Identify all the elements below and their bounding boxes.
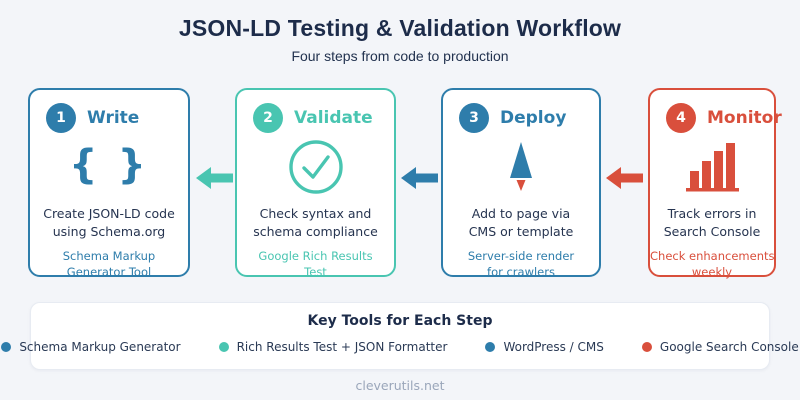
arrow-left-icon (606, 167, 643, 189)
description-line: using Schema.org (52, 224, 166, 240)
step-header: 4 Monitor (666, 103, 782, 133)
step-card-write: 1 Write { } Create JSON-LD code using Sc… (28, 88, 190, 280)
step-tool-label: Schema Markup Generator Tool (30, 248, 188, 280)
step-number-badge: 1 (46, 103, 76, 133)
tool-line: Check enhancements (650, 249, 775, 264)
step-tool-label: Check enhancements weekly (650, 248, 774, 280)
step-title: Write (87, 108, 140, 128)
curly-braces-icon: { } (69, 142, 149, 188)
rocket-icon (510, 142, 532, 191)
step-icon-zone: { } (30, 138, 188, 196)
step-tool-label: Google Rich Results Test (237, 248, 394, 280)
tool-line: Test (304, 265, 327, 280)
step-description: Create JSON-LD code using Schema.org (30, 205, 188, 241)
step-description: Add to page via CMS or template (443, 205, 599, 241)
tool-line: Generator Tool (66, 265, 152, 280)
description-line: Create JSON-LD code (43, 206, 175, 221)
legend-label: WordPress / CMS (503, 340, 604, 354)
tool-line: Schema Markup (62, 249, 156, 264)
header: JSON-LD Testing & Validation Workflow Fo… (0, 15, 800, 64)
step-icon-zone (650, 138, 774, 196)
bar-chart-icon (685, 143, 739, 192)
legend-dot-icon (641, 342, 652, 352)
check-circle-icon (288, 140, 343, 194)
step-title: Deploy (500, 108, 567, 128)
step-card-validate: 2 Validate Check syntax and schema compl… (235, 88, 396, 280)
description-line: CMS or template (468, 224, 574, 240)
step-number-badge: 3 (459, 103, 489, 133)
tool-line: weekly (691, 265, 733, 280)
description-line: Track errors in (667, 206, 757, 221)
description-line: Add to page via (471, 206, 571, 221)
tool-line: Server-side render (467, 249, 575, 264)
legend-label: Google Search Console (659, 340, 799, 354)
description-line: schema compliance (253, 224, 378, 240)
step-number-badge: 4 (666, 103, 696, 133)
step-card-monitor: 4 Monitor Track errors in Search Console… (648, 88, 782, 280)
flow-arrow-left-blue (401, 167, 438, 189)
arrow-left-icon (196, 167, 233, 189)
page-subtitle: Four steps from code to production (291, 48, 509, 64)
legend-item: WordPress / CMS (485, 340, 604, 354)
legend-dot-icon (218, 342, 229, 352)
step-card-deploy: 3 Deploy Add to page via CMS or template… (441, 88, 601, 280)
legend-item: Schema Markup Generator (1, 340, 181, 354)
key-tools-panel: Key Tools for Each Step Schema Markup Ge… (1, 302, 799, 370)
step-description: Check syntax and schema compliance (237, 205, 394, 241)
legend-dot-icon (1, 342, 12, 352)
tool-line: for crawlers (487, 265, 555, 280)
step-tool-label: Server-side render for crawlers (443, 248, 599, 280)
step-title: Validate (294, 108, 373, 128)
watermark: cleverutils.net (355, 378, 445, 393)
legend-item: Rich Results Test + JSON Formatter (218, 340, 448, 354)
description-line: Search Console (663, 224, 761, 240)
step-header: 3 Deploy (459, 103, 599, 133)
flow-arrow-left-red (606, 167, 643, 189)
step-header: 2 Validate (253, 103, 394, 133)
legend-label: Schema Markup Generator (19, 340, 181, 354)
step-number-badge: 2 (253, 103, 283, 133)
step-icon-zone (237, 138, 394, 196)
step-icon-zone (443, 138, 599, 196)
description-line: Check syntax and (259, 206, 372, 221)
key-tools-title: Key Tools for Each Step (307, 313, 493, 329)
page-title: JSON-LD Testing & Validation Workflow (178, 15, 622, 41)
legend-dot-icon (485, 342, 496, 352)
tool-line: Google Rich Results (258, 249, 373, 264)
flow-arrow-left-teal (196, 167, 233, 189)
step-description: Track errors in Search Console (650, 205, 774, 241)
legend-item: Google Search Console (641, 340, 799, 354)
arrow-left-icon (401, 167, 438, 189)
step-header: 1 Write (46, 103, 188, 133)
key-tools-legend: Schema Markup Generator Rich Results Tes… (1, 340, 799, 354)
step-title: Monitor (707, 108, 782, 128)
legend-label: Rich Results Test + JSON Formatter (236, 340, 448, 354)
